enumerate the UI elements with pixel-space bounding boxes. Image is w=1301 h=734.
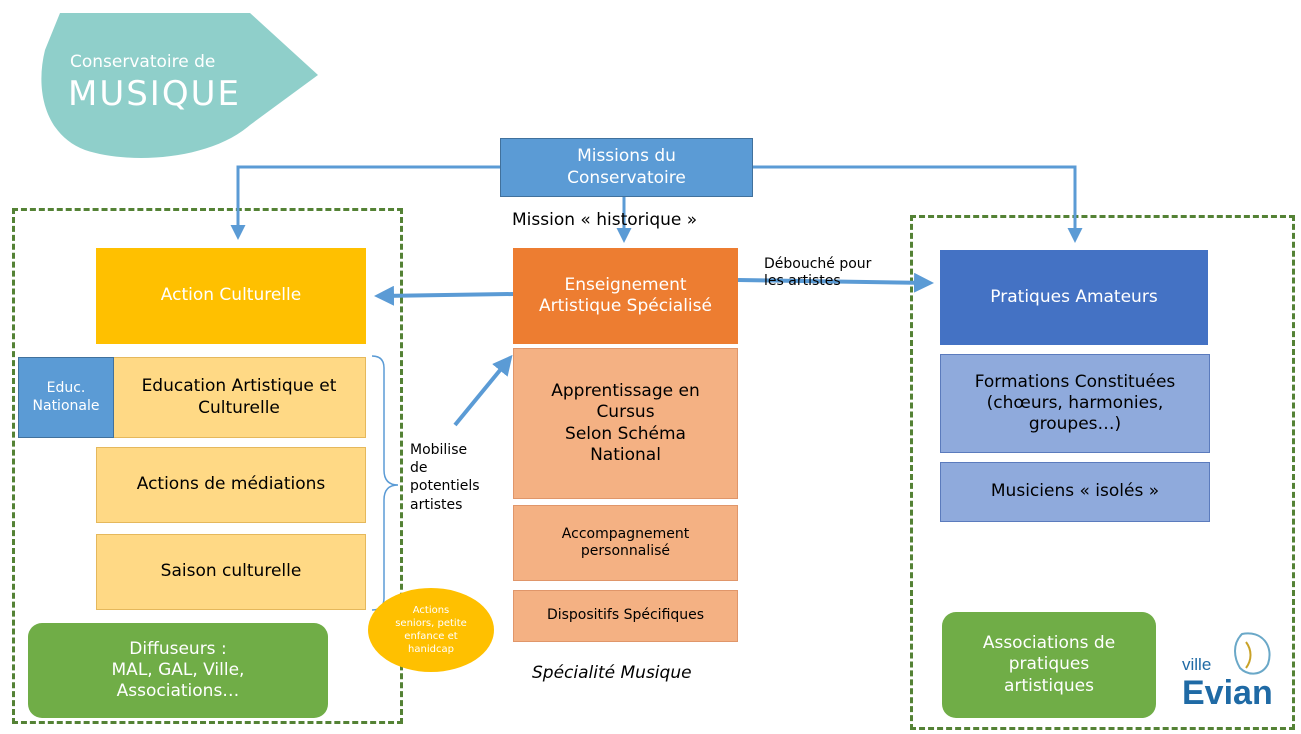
evian-leaf-icon xyxy=(1234,632,1271,675)
diffuseurs-box: Diffuseurs : MAL, GAL, Ville, Associatio… xyxy=(28,623,328,718)
left-group-frame xyxy=(12,208,403,724)
logo-word: MUSIQUE xyxy=(68,74,241,114)
saison-culturelle-box: Saison culturelle xyxy=(96,534,366,610)
ville-evian-logo: ville Evian xyxy=(1182,632,1273,710)
logo-shape xyxy=(41,13,319,158)
bracket xyxy=(371,355,399,611)
ville-text: ville xyxy=(1182,655,1211,674)
specialite-label: Spécialité Musique xyxy=(532,663,692,683)
missions-to-action-arrow xyxy=(230,165,500,240)
missions-box: Missions du Conservatoire xyxy=(500,138,753,197)
pratiques-amateurs-box: Pratiques Amateurs xyxy=(940,250,1208,345)
right-group-frame xyxy=(910,215,1295,730)
associations-box: Associations de pratiques artistiques xyxy=(942,612,1156,718)
logo-title: Conservatoire de xyxy=(70,52,216,72)
evian-text: Evian xyxy=(1182,674,1273,710)
musiciens-isoles-box: Musiciens « isolés » xyxy=(940,462,1210,522)
mission-historique-label: Mission « historique » xyxy=(512,210,698,230)
mobilise-label: Mobilise de potentiels artistes xyxy=(410,442,480,513)
debouche-label: Débouché pour les artistes xyxy=(764,256,872,289)
conservatoire-logo xyxy=(41,13,319,158)
enseignement-to-pratiques-arrow xyxy=(737,272,934,293)
missions-to-pratiques-arrow xyxy=(753,165,1083,243)
actions-mediations-box: Actions de médiations xyxy=(96,447,366,523)
accompagnement-box: Accompagnement personnalisé xyxy=(513,505,738,581)
enseignement-to-action-arrow xyxy=(374,285,514,306)
enseignement-box: Enseignement Artistique Spécialisé xyxy=(513,248,738,344)
formations-constituees-box: Formations Constituées (chœurs, harmonie… xyxy=(940,354,1210,453)
education-artistique-box: Education Artistique et Culturelle xyxy=(96,357,366,438)
mobilise-arrow xyxy=(453,354,513,427)
educ-nationale-box: Educ. Nationale xyxy=(18,357,114,438)
dispositifs-box: Dispositifs Spécifiques xyxy=(513,590,738,642)
action-culturelle-box: Action Culturelle xyxy=(96,248,366,344)
actions-seniors-ellipse: Actions seniors, petite enfance et hanid… xyxy=(368,588,494,672)
apprentissage-box: Apprentissage en Cursus Selon Schéma Nat… xyxy=(513,348,738,499)
